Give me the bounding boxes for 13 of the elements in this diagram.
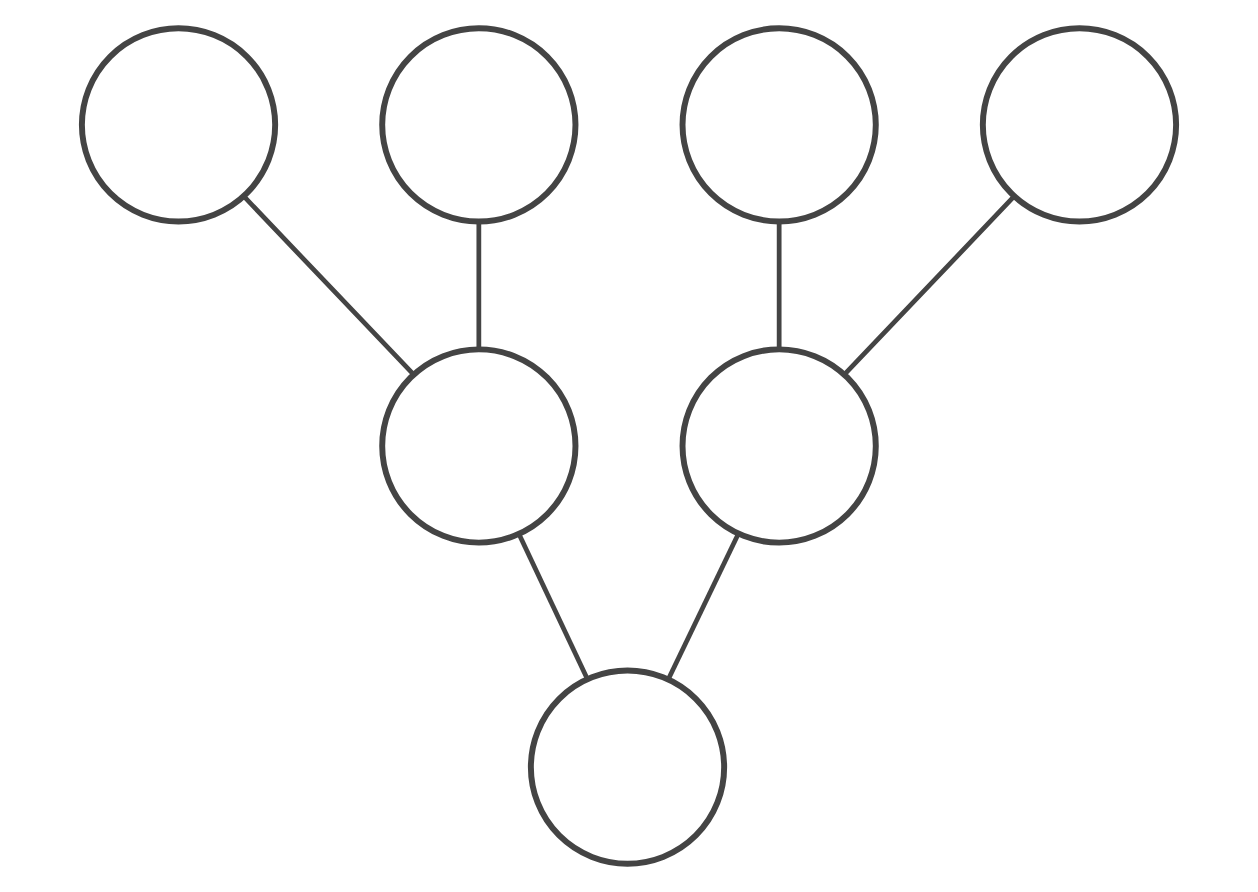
connector bbox=[242, 194, 415, 376]
node-circle bbox=[379, 346, 579, 546]
node-circle bbox=[979, 25, 1180, 225]
connector bbox=[843, 194, 1016, 376]
connector bbox=[476, 221, 482, 350]
node-circle bbox=[78, 25, 279, 225]
connector bbox=[666, 533, 741, 680]
node-circle bbox=[679, 25, 879, 225]
connector bbox=[776, 221, 782, 350]
connector bbox=[516, 533, 590, 680]
node-circle bbox=[379, 25, 579, 225]
node-circle bbox=[527, 667, 728, 867]
node-circle bbox=[679, 346, 879, 546]
